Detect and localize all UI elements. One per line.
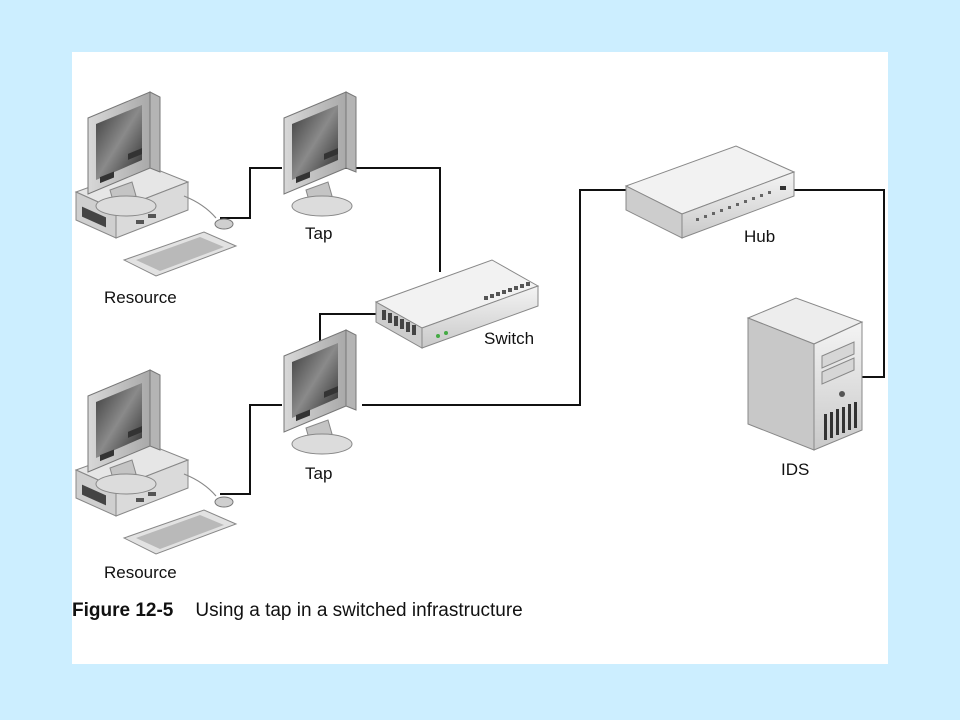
- switch-device: [374, 259, 540, 349]
- cable-resource-bottom-to-tap-bottom: [220, 404, 282, 495]
- tap-monitor-bottom: [283, 329, 357, 455]
- cable-tap-bottom-to-hub: [362, 189, 628, 406]
- cable-tap-top-to-switch: [342, 167, 441, 272]
- network-cables: [220, 167, 885, 495]
- tap-label-top: Tap: [305, 224, 333, 243]
- ids-label: IDS: [781, 460, 810, 479]
- switch-label: Switch: [484, 329, 535, 348]
- figure-number: Figure 12-5: [72, 600, 174, 621]
- figure-caption-text: Using a tap in a switched infrastructure: [195, 600, 523, 621]
- cable-hub-to-ids: [788, 189, 885, 378]
- hub-device: [624, 145, 796, 239]
- resource-computer-top: [75, 91, 237, 277]
- ids-server: [746, 297, 864, 451]
- cable-switch-to-tap-bottom: [319, 313, 390, 350]
- diagram-frame: Resource Tap Switch Hub IDS Tap Resource…: [72, 52, 888, 664]
- tap-monitor-top: [283, 91, 357, 217]
- hub-label: Hub: [744, 227, 776, 246]
- resource-label-bottom: Resource: [104, 563, 177, 582]
- resource-computer-bottom: [75, 369, 237, 555]
- figure-caption: Figure 12-5 Using a tap in a switched inf…: [72, 600, 523, 622]
- tap-label-bottom: Tap: [305, 464, 333, 483]
- network-diagram: [75, 91, 885, 555]
- resource-label-top: Resource: [104, 288, 177, 307]
- cable-resource-top-to-tap-top: [220, 167, 282, 219]
